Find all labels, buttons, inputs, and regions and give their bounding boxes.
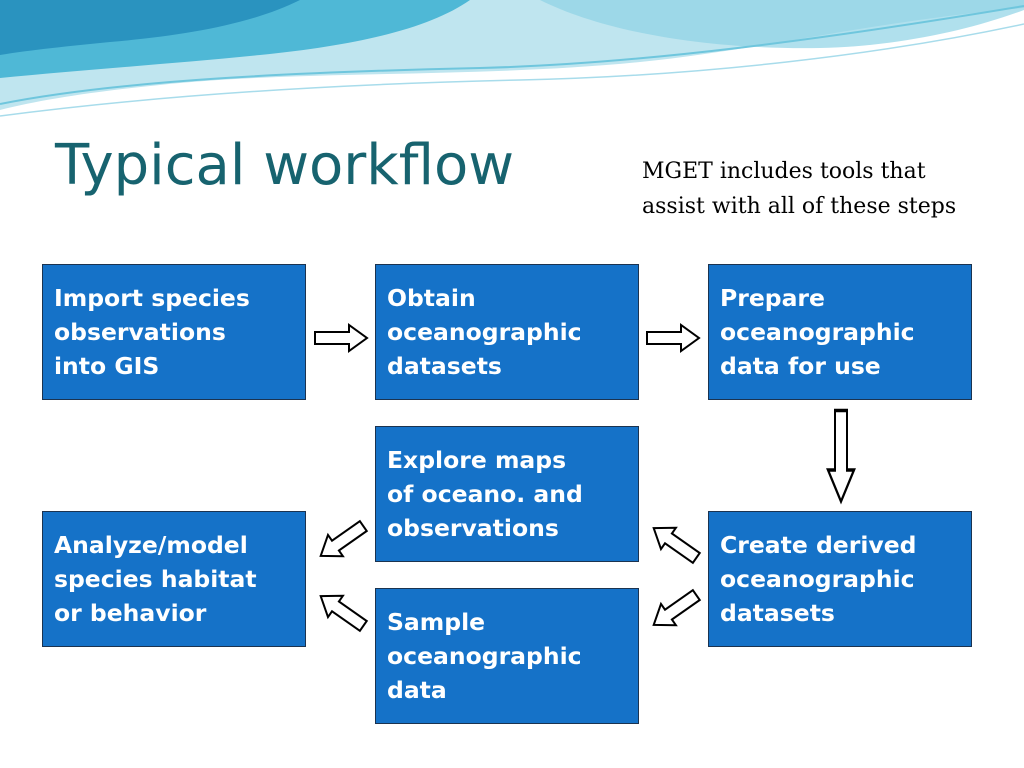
note-line: assist with all of these steps	[642, 194, 957, 219]
step-label-line: into GIS	[54, 352, 160, 380]
arrow-import-to-obtain	[314, 324, 368, 352]
arrow-create-to-sample	[645, 583, 705, 637]
arrow-sample-to-analyze	[312, 584, 372, 638]
step-label-line: datasets	[387, 352, 502, 380]
step-label-line: of oceano. and	[387, 480, 583, 508]
slide-title: Typical workflow	[55, 133, 515, 198]
step-label-line: or behavior	[54, 599, 207, 627]
step-label-line: Sample	[387, 608, 486, 636]
step-sample-data: Sample oceanographic data	[375, 588, 639, 724]
step-obtain-datasets: Obtain oceanographic datasets	[375, 264, 639, 400]
step-label-line: oceanographic	[720, 318, 915, 346]
step-label-line: observations	[54, 318, 226, 346]
step-label-line: data for use	[720, 352, 881, 380]
step-import-species: Import species observations into GIS	[42, 264, 306, 400]
step-label-line: oceanographic	[720, 565, 915, 593]
arrow-prepare-to-create	[826, 408, 856, 504]
step-label-line: Explore maps	[387, 446, 567, 474]
note-line: MGET includes tools that	[642, 159, 926, 184]
step-label-line: Prepare	[720, 284, 825, 312]
step-label-line: data	[387, 676, 447, 704]
step-label-line: oceanographic	[387, 318, 582, 346]
arrow-obtain-to-prepare	[646, 324, 700, 352]
step-label-line: observations	[387, 514, 559, 542]
step-label-line: oceanographic	[387, 642, 582, 670]
slide-note: MGET includes tools that assist with all…	[642, 154, 1012, 224]
arrow-explore-to-analyze	[312, 514, 372, 568]
step-prepare-data: Prepare oceanographic data for use	[708, 264, 972, 400]
step-analyze-model: Analyze/model species habitat or behavio…	[42, 511, 306, 647]
step-label-line: Analyze/model	[54, 531, 248, 559]
step-label-line: Import species	[54, 284, 250, 312]
step-create-derived: Create derived oceanographic datasets	[708, 511, 972, 647]
arrow-create-to-explore	[645, 516, 705, 570]
step-label-line: Create derived	[720, 531, 917, 559]
step-label-line: datasets	[720, 599, 835, 627]
header-wave-decoration	[0, 0, 1024, 117]
step-label-line: species habitat	[54, 565, 257, 593]
step-label-line: Obtain	[387, 284, 476, 312]
step-explore-maps: Explore maps of oceano. and observations	[375, 426, 639, 562]
